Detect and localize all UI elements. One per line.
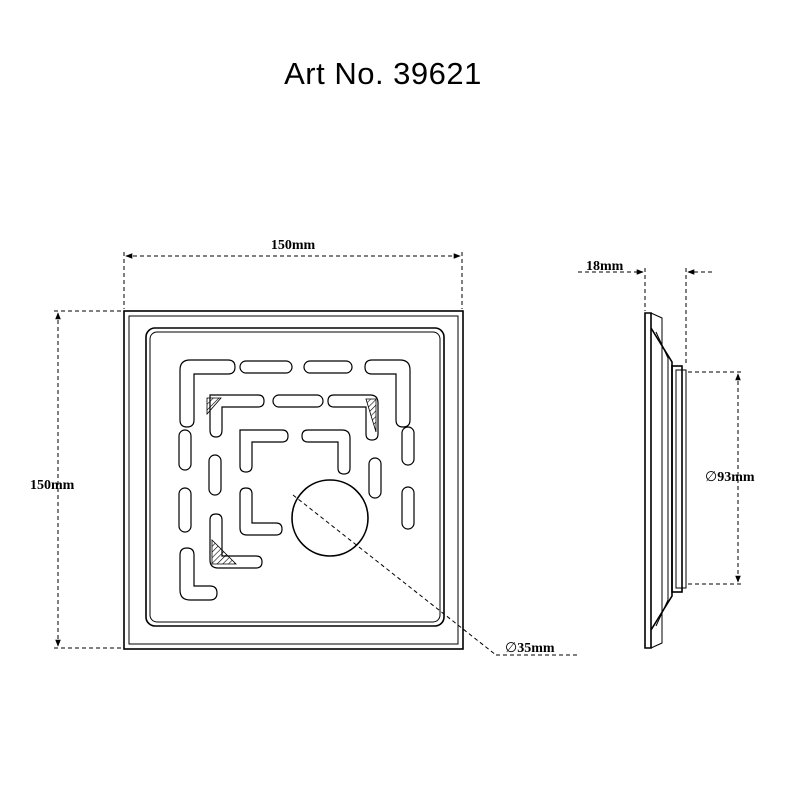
side-outlet-inner [675,369,687,589]
slot-left-2 [178,487,192,533]
hole-leader-line [292,494,497,656]
diameter-symbol: ∅ [705,470,717,485]
side-flange [644,312,652,649]
slot-in-tl [239,429,289,473]
slot-mid-tr [327,394,379,441]
grate-plate [145,327,445,627]
front-view [123,310,464,650]
outlet-diameter-value: 93mm [717,470,755,485]
side-dimensions [578,268,742,585]
hole-diameter-label: ∅35mm [505,641,555,656]
center-hole [291,479,369,557]
outer-frame [123,310,464,650]
width-label: 150mm [271,238,316,253]
hatched-tr [365,398,377,433]
hatched-bl [211,539,237,565]
slot-mid-left [208,454,222,496]
side-view [644,312,687,649]
slot-corner-tl [179,359,236,428]
slot-right-1 [401,426,415,466]
slot-corner-bl [179,547,218,601]
inner-ring-slots [239,429,351,536]
middle-ring-slots [206,394,382,569]
slot-top-2 [303,360,353,374]
slot-mid-tl [209,394,265,438]
diameter-symbol-2: ∅ [505,641,517,656]
grate-plate-inner-edge [149,331,441,623]
slot-right-2 [401,486,415,530]
front-dimensions [54,252,578,656]
outer-corner-slots [179,359,411,601]
side-body-inner [655,331,669,627]
slot-top-1 [239,360,293,374]
hatched-tl [206,397,222,416]
hole-diameter-value: 35mm [517,641,555,656]
outer-straight-slots [178,360,415,533]
depth-label: 18mm [586,259,624,274]
drawing-title: Art No. 39621 [284,56,482,91]
slot-in-tr [301,429,351,475]
side-outlet-ring [671,365,683,593]
slot-corner-tr [364,359,411,428]
slot-left-1 [178,429,192,471]
side-flange-lip [650,312,663,649]
outer-frame-inner-edge [128,315,459,645]
slot-in-bl [239,487,283,536]
outlet-diameter-label: ∅93mm [705,470,755,485]
height-label: 150mm [30,478,75,493]
slot-mid-right [368,457,382,499]
slot-mid-top [272,394,324,408]
